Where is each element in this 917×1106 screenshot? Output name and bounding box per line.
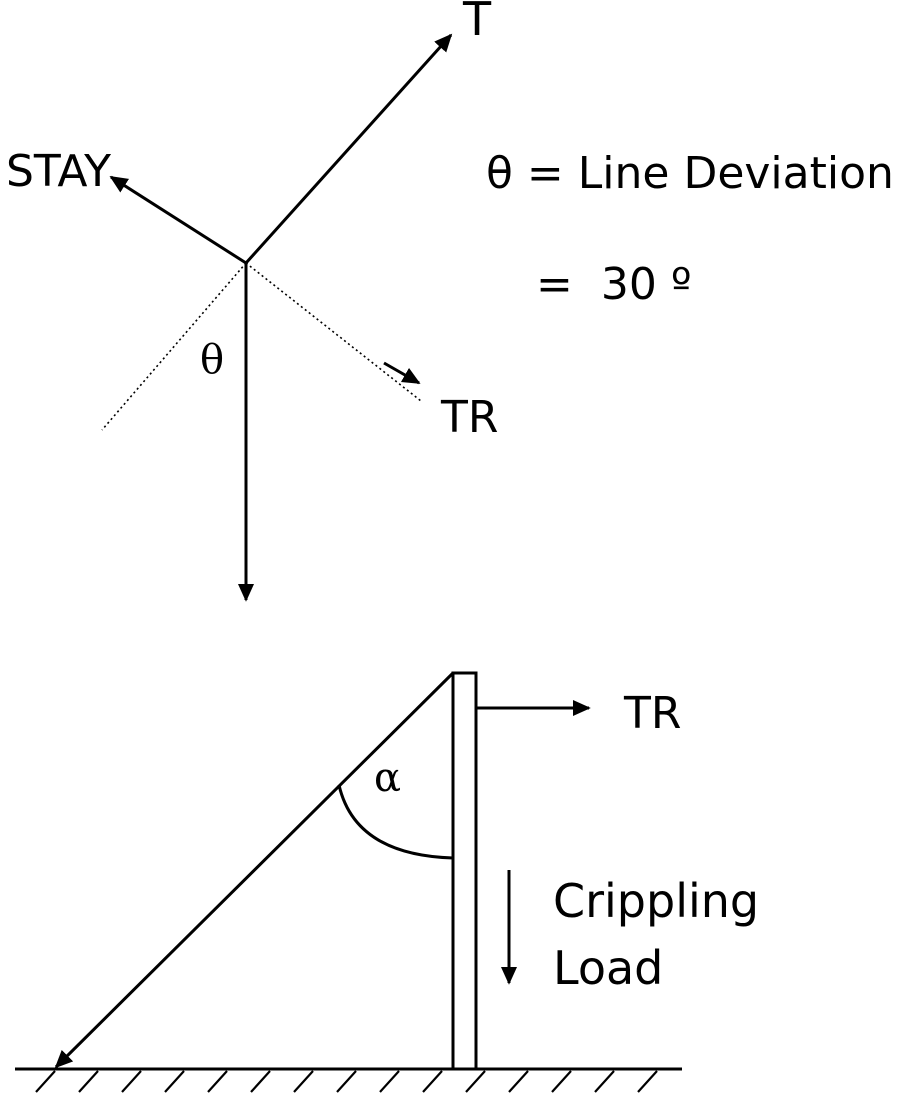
label-stay: STAY xyxy=(6,146,111,197)
stay-arrow xyxy=(109,175,247,265)
line-extension-dotted-left xyxy=(101,262,247,431)
pole xyxy=(451,671,478,1071)
definition-value: = 30 º xyxy=(536,259,692,310)
label-alpha-angle: α xyxy=(374,755,401,801)
tension-arrow xyxy=(244,33,453,265)
stay-wire xyxy=(54,671,455,1069)
label-load: Load xyxy=(553,941,663,995)
resultant-tr-small-arrow xyxy=(383,361,421,385)
line-extension-dotted-right xyxy=(245,262,422,402)
ground-hatching xyxy=(35,1070,658,1093)
definition-line-deviation: θ = Line Deviation xyxy=(486,148,894,199)
plan-view: T STAY θ TR θ = Line Deviation = 30 º xyxy=(6,0,894,602)
label-tr-plan: TR xyxy=(440,392,498,443)
label-t: T xyxy=(462,0,492,46)
label-tr-elevation: TR xyxy=(623,688,681,739)
elevation-view: TR α Crippling Load xyxy=(15,671,759,1093)
alpha-angle-arc xyxy=(337,784,454,860)
label-theta-angle: θ xyxy=(200,337,224,383)
label-crippling: Crippling xyxy=(553,874,759,928)
